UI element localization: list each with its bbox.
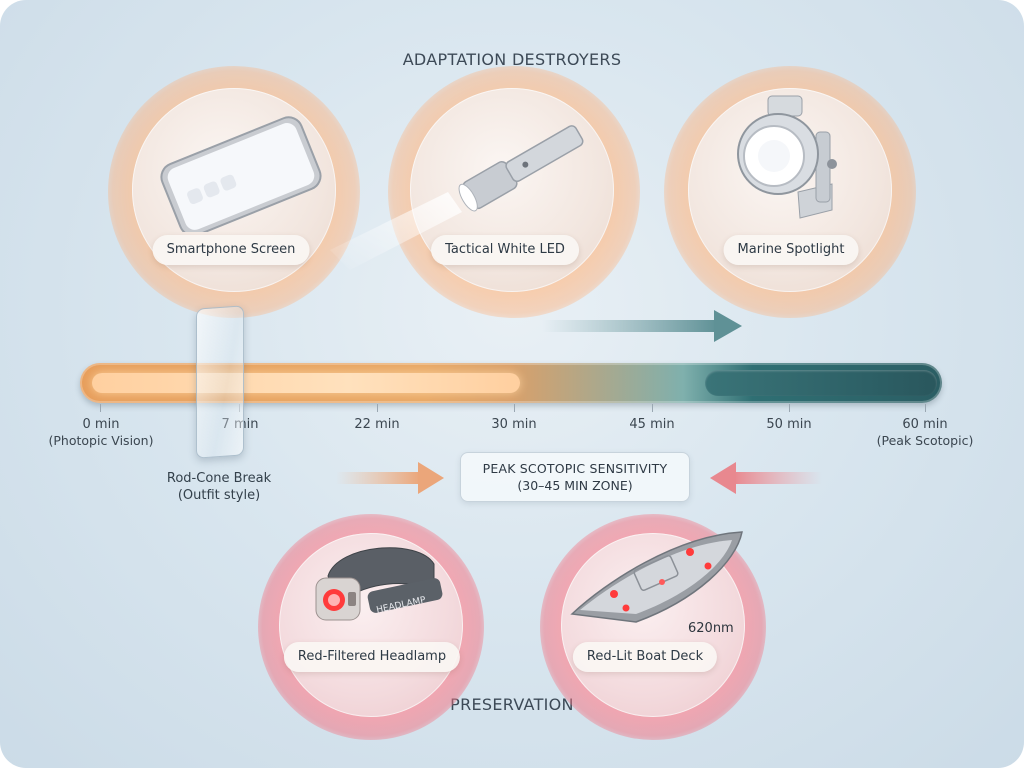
peak-sensitivity-zone: PEAK SCOTOPIC SENSITIVITY (30–45 MIN ZON… <box>460 452 690 502</box>
section-heading-destroyers: ADAPTATION DESTROYERS <box>402 50 622 69</box>
arrow-left-icon <box>710 462 822 494</box>
tick-sublabel: (Photopic Vision) <box>48 433 154 448</box>
rod-cone-break-marker <box>196 305 244 459</box>
preserver-label: Red-Filtered Headlamp <box>283 642 461 672</box>
break-label-line1: Rod-Cone Break <box>166 471 272 486</box>
tick-sublabel: (Peak Scotopic) <box>876 433 974 448</box>
arrow-right-icon <box>336 462 444 494</box>
timeline-label-50: 50 min <box>766 417 812 432</box>
flashlight-icon <box>330 125 584 270</box>
section-heading-preservation: PRESERVATION <box>450 695 574 714</box>
photopic-phase-segment <box>92 373 520 393</box>
timeline-label-22: 22 min <box>354 417 400 432</box>
zone-subtitle: (30–45 MIN ZONE) <box>517 478 633 493</box>
destroyer-label: Smartphone Screen <box>152 235 310 265</box>
destroyer-label: Marine Spotlight <box>723 235 859 265</box>
smartphone-icon <box>160 116 322 232</box>
timeline-label-45: 45 min <box>629 417 675 432</box>
arrow-right-icon <box>542 310 742 342</box>
wavelength-label: 620nm <box>688 621 734 636</box>
timeline-label-60: 60 min (Peak Scotopic) <box>877 417 974 448</box>
timeline-tick <box>514 404 515 412</box>
break-label-line2: (Outfit style) <box>177 488 261 503</box>
scotopic-phase-segment <box>705 370 937 396</box>
destroyer-label: Tactical White LED <box>431 235 579 265</box>
timeline-label-30: 30 min <box>491 417 537 432</box>
timeline-tick <box>789 404 790 412</box>
timeline-tick <box>100 404 101 412</box>
tick-label: 0 min <box>82 417 120 432</box>
timeline-label-0: 0 min (Photopic Vision) <box>49 417 154 448</box>
headlamp-icon: HEADLAMP <box>315 547 443 621</box>
spotlight-icon <box>737 95 837 219</box>
zone-title: PEAK SCOTOPIC SENSITIVITY <box>482 461 668 476</box>
boat-icon <box>570 531 743 623</box>
timeline-tick <box>652 404 653 412</box>
preserver-label: Red-Lit Boat Deck <box>572 642 718 672</box>
tick-label: 60 min <box>902 417 948 432</box>
timeline-tick <box>377 404 378 412</box>
rod-cone-break-label: Rod-Cone Break (Outfit style) <box>167 470 271 504</box>
timeline-tick <box>925 404 926 412</box>
